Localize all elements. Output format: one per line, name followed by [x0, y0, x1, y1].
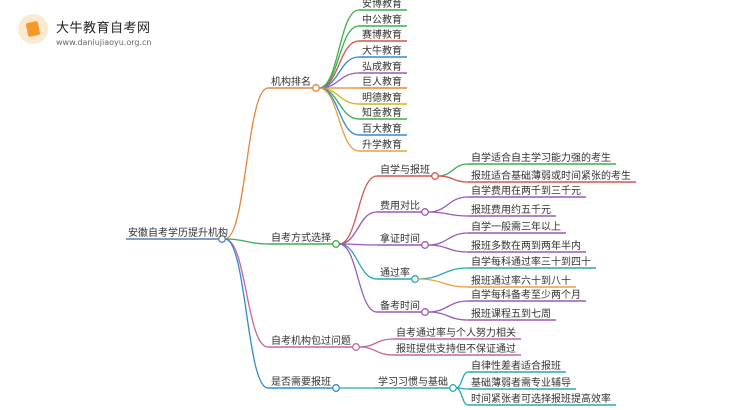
detail-item: 报班通过率六十到八十 — [471, 274, 571, 287]
subtopic: 百大教育 — [362, 122, 402, 135]
subtopic-connector — [358, 346, 394, 356]
detail-item: 自学一般需三年以上 — [471, 220, 561, 233]
detail-item: 自学费用在两千到三千元 — [471, 184, 581, 197]
subtopic: 赛博教育 — [362, 28, 402, 41]
subtopic-connector — [338, 243, 378, 313]
detail-connector — [427, 311, 469, 321]
subtopic-node-dot — [411, 275, 419, 283]
detail-item: 自学适合自主学习能力强的考生 — [471, 151, 611, 164]
subtopic: 费用对比 — [380, 199, 420, 212]
subtopic: 拿证时间 — [380, 232, 420, 245]
branch-topic: 自考方式选择 — [271, 231, 331, 244]
detail-item: 报班费用约五千元 — [471, 203, 551, 216]
subtopic: 报班提供支持但不保证通过 — [396, 342, 516, 355]
subtopic-node-dot — [449, 384, 457, 392]
branch-topic: 是否需要报班 — [271, 375, 331, 388]
detail-connector — [455, 387, 469, 406]
detail-item: 报班课程五到七周 — [471, 307, 551, 320]
detail-item: 基础薄弱者需专业辅导 — [471, 376, 571, 389]
subtopic-connector — [338, 175, 378, 245]
detail-connector — [427, 196, 469, 213]
subtopic: 升学教育 — [362, 138, 402, 151]
subtopic-connector — [358, 338, 394, 348]
detail-connector — [427, 211, 469, 217]
subtopic-connector — [338, 211, 378, 245]
detail-connector — [427, 300, 469, 313]
branch-connector — [224, 238, 269, 348]
subtopic: 自考通过率与个人努力相关 — [396, 326, 516, 339]
subtopic-connector — [318, 25, 360, 89]
subtopic-node-dot — [421, 308, 429, 316]
subtopic: 知金教育 — [362, 106, 402, 119]
branch-node-dot — [332, 384, 340, 392]
detail-item: 时间紧张者可选择报班提高效率 — [471, 392, 611, 405]
subtopic: 备考时间 — [380, 299, 420, 312]
site-logo: 大牛教育自考网 www.daniujiaoyu.org.cn — [12, 12, 252, 52]
detail-item: 自学每科备考至少两个月 — [471, 288, 581, 301]
subtopic: 自学与报班 — [380, 163, 430, 176]
detail-item: 报班适合基础薄弱或时间紧张的考生 — [471, 169, 631, 182]
detail-connector — [427, 232, 469, 246]
detail-connector — [437, 175, 469, 183]
branch-node-dot — [312, 84, 320, 92]
detail-item: 报班多数在两到两年半内 — [471, 239, 581, 252]
detail-connector — [417, 267, 469, 280]
subtopic: 安博教育 — [362, 0, 402, 10]
subtopic-node-dot — [431, 172, 439, 180]
subtopic: 中公教育 — [362, 13, 402, 26]
subtopic-connector — [318, 56, 360, 89]
branch-node-dot — [352, 343, 360, 351]
subtopic: 明德教育 — [362, 91, 402, 104]
branch-connector — [224, 238, 269, 245]
detail-connector — [437, 163, 469, 177]
branch-connector — [224, 87, 269, 240]
subtopic: 巨人教育 — [362, 75, 402, 88]
subtopic-connector — [318, 87, 360, 152]
logo-url: www.daniujiaoyu.org.cn — [56, 38, 152, 47]
subtopic: 学习习惯与基础 — [378, 375, 448, 388]
branch-connector — [224, 238, 269, 389]
detail-connector — [455, 371, 469, 389]
detail-connector — [417, 278, 469, 288]
connector-layer — [126, 9, 636, 406]
root-topic: 安徽自考学历提升机构 — [128, 226, 228, 239]
subtopic: 大牛教育 — [362, 44, 402, 57]
detail-item: 自律性差者适合报班 — [471, 359, 561, 372]
subtopic-node-dot — [421, 208, 429, 216]
detail-item: 自学每科通过率三十到四十 — [471, 255, 591, 268]
graduation-book-icon — [18, 14, 48, 44]
subtopic-connector — [318, 9, 360, 89]
subtopic-connector — [318, 87, 360, 136]
subtopic-connector — [338, 243, 378, 280]
logo-title: 大牛教育自考网 — [56, 21, 151, 36]
branch-node-dot — [332, 240, 340, 248]
branch-topic: 机构排名 — [271, 75, 311, 88]
subtopic-node-dot — [421, 241, 429, 249]
subtopic: 弘成教育 — [362, 60, 402, 73]
label-layer: 安徽自考学历提升机构 机构排名 安博教育中公教育赛博教育大牛教育弘成教育巨人教育明德… — [128, 0, 631, 405]
subtopic: 通过率 — [380, 266, 410, 279]
detail-connector — [427, 244, 469, 253]
branch-topic: 自考机构包过问题 — [271, 334, 351, 347]
